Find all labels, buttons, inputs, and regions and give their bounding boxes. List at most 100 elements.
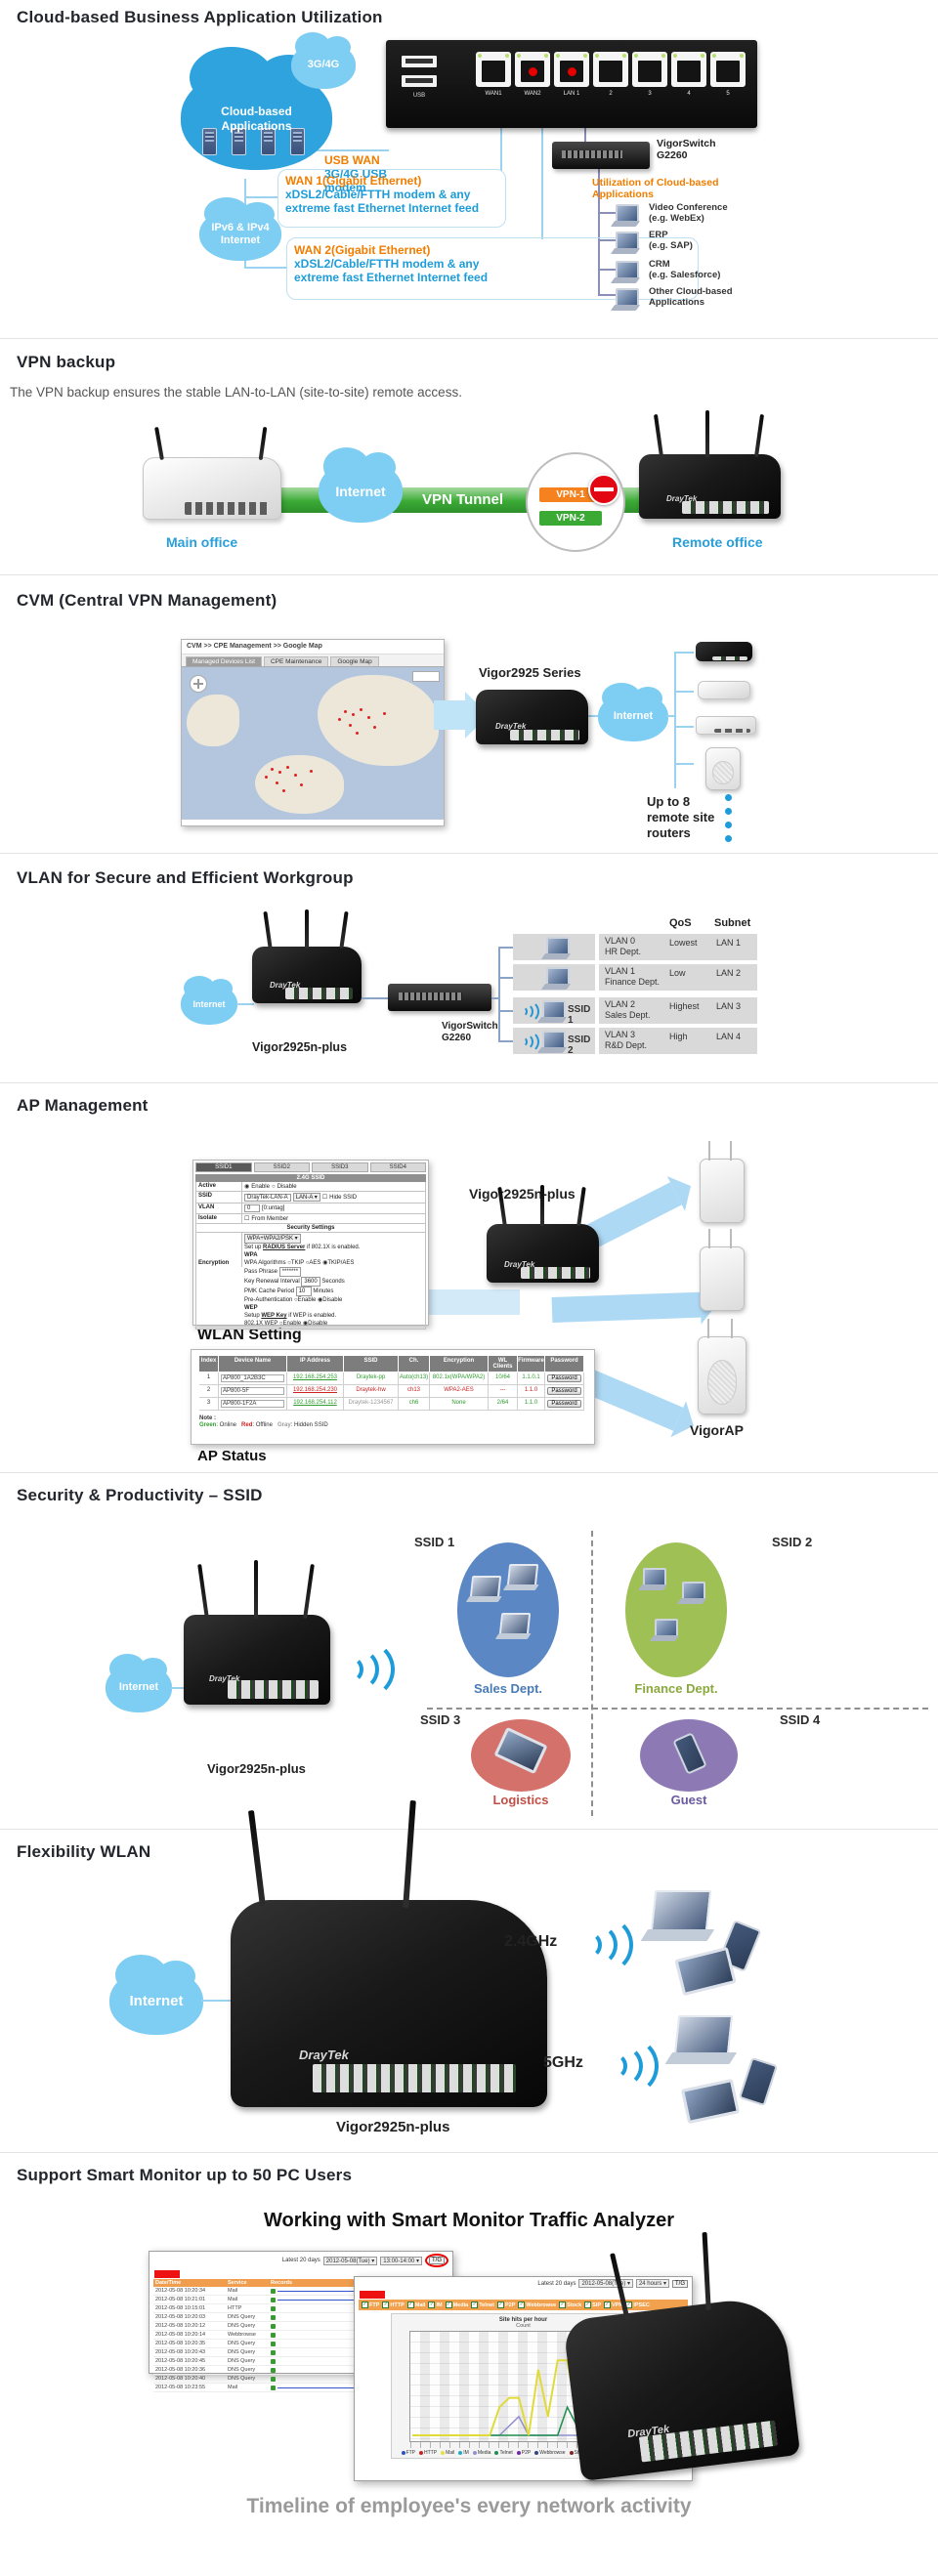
remote-router-2	[698, 681, 750, 699]
vlan-diagram: Internet DrayTek Vigor2925n-plus VigorSw…	[0, 898, 938, 1080]
vigor2925-router: DrayTek	[476, 690, 588, 744]
vigor2925n-plus-router: DrayTek	[562, 2231, 801, 2482]
filter-vpn[interactable]: ✓VPN	[604, 2302, 623, 2308]
device-name-input[interactable]: AP800-1F2A	[221, 1400, 284, 1408]
ssid-tab-bar: SSID1 SSID2 SSID3 SSID4	[193, 1161, 428, 1172]
vlan-input[interactable]: 0	[244, 1204, 260, 1212]
ip-cloud-label-2: Internet	[220, 234, 261, 246]
hide-ssid-checkbox[interactable]: ☐	[321, 1195, 328, 1201]
aes-radio[interactable]: ○	[305, 1260, 310, 1266]
google-map[interactable]	[182, 666, 444, 820]
ssid1-group	[457, 1542, 559, 1677]
tab-ssid3[interactable]: SSID3	[312, 1162, 368, 1172]
radio-on-icon[interactable]: ◉	[244, 1184, 250, 1190]
router-label: Vigor2925n-plus	[336, 2119, 450, 2135]
usb-port-2	[402, 75, 437, 87]
ip-address-link[interactable]: 192.168.254.230	[287, 1385, 344, 1398]
filter-sip[interactable]: ✓SIP	[584, 2302, 602, 2308]
tab-google-map[interactable]: Google Map	[330, 656, 379, 666]
ellipsis-dot	[725, 808, 732, 815]
remote-router-3	[696, 716, 756, 735]
latest-days-label: Latest 20 days	[537, 2280, 576, 2287]
wep-enable-radio[interactable]: ○	[278, 1321, 283, 1327]
filter-telnet[interactable]: ✓Telnet	[471, 2302, 494, 2308]
wep-key-link[interactable]: WEP Key	[261, 1313, 287, 1319]
preauth-enable-radio[interactable]: ○	[294, 1297, 298, 1303]
filter-ipsec[interactable]: ✓IPSEC	[625, 2302, 650, 2308]
wpa-header: WPA	[244, 1252, 258, 1258]
pmk-input[interactable]: 10	[295, 1287, 312, 1296]
ethernet-port-lan5: 5	[710, 52, 746, 97]
ap-management-diagram: SSID1 SSID2 SSID3 SSID4 2.4G SSID Active…	[0, 1131, 938, 1468]
connector-line	[674, 763, 694, 765]
tg-button[interactable]: T/G	[672, 2279, 688, 2288]
tkip-radio[interactable]: ○	[287, 1260, 291, 1266]
lan-select[interactable]: LAN-A ▾	[292, 1193, 320, 1202]
radius-server-link[interactable]: RADIUS Server	[263, 1245, 306, 1250]
key-renewal-input[interactable]: 3600	[301, 1277, 320, 1287]
filter-stock[interactable]: ✓Stock	[559, 2302, 582, 2308]
map-type-control[interactable]	[412, 671, 440, 682]
radio-off-icon[interactable]: ○	[271, 1183, 276, 1190]
filter-http[interactable]: ✓HTTP	[382, 2302, 405, 2308]
section-cvm: CVM (Central VPN Management) CVM >> CPE …	[0, 574, 938, 853]
password-button[interactable]: Password	[547, 1400, 581, 1408]
tkipaes-radio[interactable]: ◉	[322, 1260, 328, 1266]
wep-disable-radio[interactable]: ◉	[302, 1321, 309, 1327]
port-label: 4	[687, 91, 691, 97]
ethernet-port-lan1: LAN 1	[554, 52, 589, 97]
filter-webbrowse[interactable]: ✓Webbrowse	[518, 2302, 557, 2308]
time-range-select[interactable]: 13:00-14:00 ▾	[380, 2256, 422, 2265]
band-header: 2.4G SSID	[195, 1174, 426, 1182]
tab-ssid4[interactable]: SSID4	[369, 1162, 426, 1172]
guest-label: Guest	[670, 1793, 707, 1807]
device-name-input[interactable]: AP800-5F	[221, 1387, 284, 1395]
password-button[interactable]: Password	[547, 1374, 581, 1382]
app-item-label: CRM(e.g. Salesforce)	[649, 259, 721, 280]
filter-mail[interactable]: ✓Mail	[406, 2302, 426, 2308]
device-name-input[interactable]: AP800_1A2B3C	[221, 1374, 284, 1382]
breadcrumb: CVM >> CPE Management >> Google Map	[182, 640, 444, 655]
password-button[interactable]: Password	[547, 1387, 581, 1395]
phone-icon	[738, 2056, 779, 2107]
ethernet-port-wan1: WAN1	[476, 52, 511, 97]
ssid-input[interactable]: DrayTek-LAN-A	[244, 1193, 291, 1202]
map-pan-control[interactable]	[190, 675, 207, 693]
wan2-title: WAN 2(Gigabit Ethernet)	[294, 243, 431, 257]
connector-line	[498, 947, 500, 1041]
section-heading: Flexibility WLAN	[17, 1842, 151, 1861]
pass-phrase-input[interactable]: *******	[278, 1267, 302, 1277]
tab-cpe-maintenance[interactable]: CPE Maintenance	[263, 656, 329, 666]
encryption-mode-select[interactable]: WPA+WPA2/PSK ▾	[244, 1234, 301, 1244]
date-select[interactable]: 2012-05-08(Tue) ▾	[578, 2279, 633, 2288]
preauth-disable-radio[interactable]: ◉	[318, 1297, 323, 1303]
section-heading: Security & Productivity – SSID	[17, 1486, 263, 1504]
internet-label: Internet	[335, 483, 386, 499]
connector-line	[362, 997, 388, 999]
date-select[interactable]: 2012-05-08(Tue) ▾	[322, 2256, 378, 2265]
isolate-checkbox[interactable]: ☐	[244, 1216, 250, 1222]
filter-p2p[interactable]: ✓P2P	[496, 2302, 516, 2308]
enable-option[interactable]: Enable	[251, 1183, 270, 1190]
internet-label: Internet	[613, 710, 654, 723]
disable-option[interactable]: Disable	[277, 1183, 297, 1190]
filter-ftp[interactable]: ✓FTP	[362, 2302, 380, 2308]
connector-line	[201, 2000, 233, 2002]
filter-im[interactable]: ✓IM	[428, 2302, 443, 2308]
ssid2-label: SSID 2	[772, 1535, 813, 1549]
tablet-icon	[674, 1946, 737, 1997]
hours-select[interactable]: 24 hours ▾	[635, 2279, 669, 2288]
ip-address-link[interactable]: 192.168.254.112	[287, 1398, 344, 1411]
tab-ssid2[interactable]: SSID2	[253, 1162, 310, 1172]
logistics-label: Logistics	[492, 1793, 549, 1807]
ssid4-label: SSID 4	[780, 1712, 821, 1727]
tg-button[interactable]: T/G	[429, 2257, 445, 2264]
ip-address-link[interactable]: 192.168.254.253	[287, 1372, 344, 1385]
tab-ssid1[interactable]: SSID1	[195, 1162, 252, 1172]
filter-media[interactable]: ✓Media	[445, 2302, 469, 2308]
tab-managed-devices-list[interactable]: Managed Devices List	[186, 656, 262, 666]
vigorswitch-name: VigorSwitch	[657, 138, 716, 149]
